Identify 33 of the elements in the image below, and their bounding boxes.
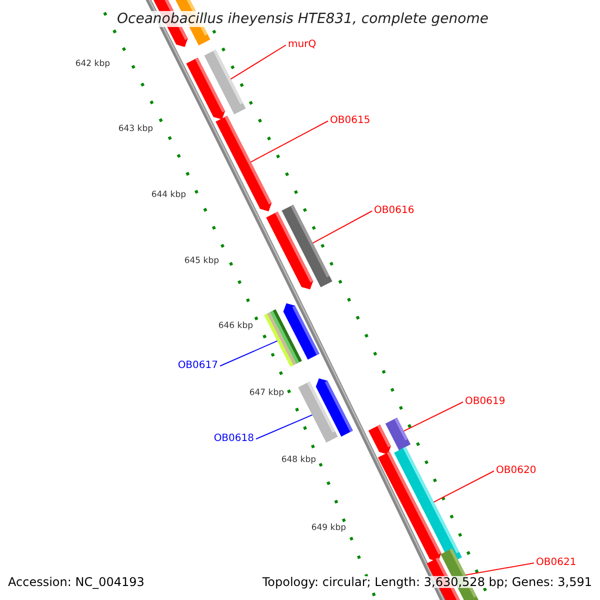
gene-segment — [282, 204, 332, 288]
scale-label: 643 kbp — [118, 125, 153, 134]
gene-segment — [298, 381, 338, 443]
leader-line — [250, 120, 328, 163]
leader-line — [465, 562, 534, 576]
gene-segment — [216, 116, 272, 212]
diagram-title: Oceanobacillus iheyensis HTE831, complete genome — [115, 11, 490, 27]
leader-line — [433, 470, 494, 503]
scale-label: 642 kbp — [75, 60, 110, 68]
gene-label: OB0617 — [178, 361, 218, 371]
scale-label: 647 kbp — [249, 389, 284, 398]
leader-line — [220, 340, 278, 366]
gene-segment — [264, 309, 302, 367]
leader-line — [312, 210, 372, 244]
footer-text: Accession: NC_004193 — [8, 576, 144, 588]
scale-label: 644 kbp — [151, 191, 186, 200]
gene-label: OB0619 — [465, 397, 506, 407]
leader-line — [403, 402, 464, 432]
gene-label: OB0615 — [330, 116, 370, 126]
leader-line — [256, 414, 313, 440]
gene-segment — [204, 50, 246, 114]
scale-label: 646 kbp — [218, 322, 253, 330]
scale-label: 645 kbp — [184, 257, 219, 266]
gene-label: OB0620 — [496, 466, 536, 476]
footer-text: Topology: circular; Length: 3,630,528 bp; Genes: 3,591 — [262, 576, 592, 588]
gene-label: murQ — [288, 40, 316, 50]
scale-label: 648 kbp — [281, 456, 316, 464]
scale-label: 649 kbp — [311, 524, 346, 532]
leader-line — [230, 44, 286, 80]
gene-label: OB0618 — [214, 434, 254, 444]
gene-label: OB0616 — [374, 206, 414, 216]
gene-segment — [385, 418, 411, 450]
gene-label: OB0621 — [536, 558, 576, 568]
